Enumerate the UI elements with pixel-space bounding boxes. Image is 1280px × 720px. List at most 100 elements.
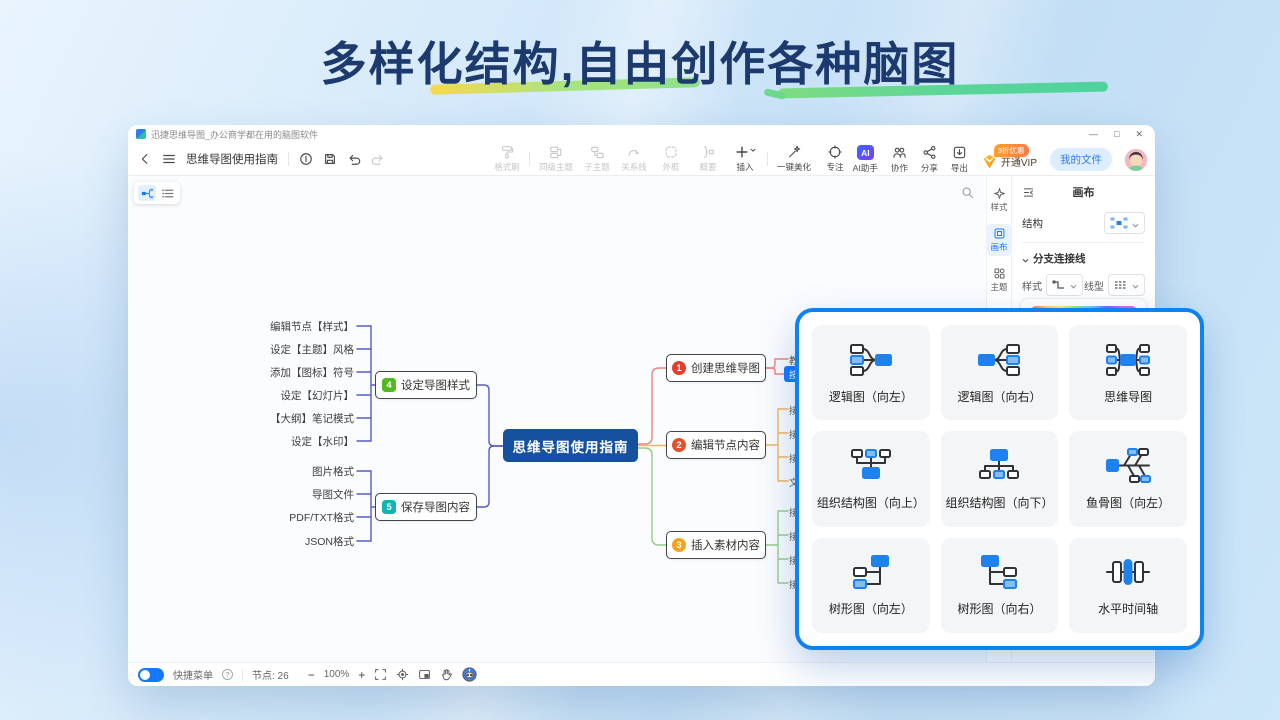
locate-center-button[interactable]	[396, 668, 409, 681]
org-chart-down-icon	[979, 448, 1020, 479]
map-leaf-clipped[interactable]: 接	[789, 580, 799, 591]
map-node-insert[interactable]: 3 插入素材内容	[666, 531, 766, 559]
structure-dropdown[interactable]	[1104, 212, 1145, 234]
avatar[interactable]	[1125, 148, 1147, 171]
chevron-down-icon	[1132, 220, 1139, 227]
maximize-button[interactable]: □	[1114, 129, 1120, 139]
drag-mode-button[interactable]	[440, 668, 453, 681]
export-button[interactable]: 导出	[951, 145, 968, 174]
ai-robot-button[interactable]	[462, 667, 477, 682]
vip-upgrade-button[interactable]: 3折优惠 开通VIP	[981, 144, 1037, 170]
close-button[interactable]: ✕	[1135, 128, 1143, 139]
structure-option-org-up[interactable]: 组织结构图（向上）	[812, 431, 930, 527]
relation-line-button[interactable]: 关系线	[619, 145, 649, 173]
back-icon[interactable]	[138, 152, 152, 166]
map-node-create[interactable]: 1 创建思维导图	[666, 354, 766, 382]
tree-right-icon	[981, 555, 1018, 590]
mindmap-icon	[1106, 343, 1151, 376]
map-leaf-clipped[interactable]: 接	[789, 532, 799, 543]
step-badge: 3	[672, 538, 686, 552]
map-node-style[interactable]: 4 设定导图样式	[375, 371, 477, 399]
ai-assistant-button[interactable]: AI AI助手	[853, 145, 878, 174]
canvas-search-button[interactable]	[961, 186, 974, 204]
map-leaf[interactable]: 图片格式	[312, 466, 354, 478]
zoom-out-button[interactable]: −	[307, 667, 315, 682]
map-leaf[interactable]: 添加【图标】符号	[270, 367, 354, 379]
outline-view-button[interactable]	[158, 185, 176, 201]
quick-menu-toggle[interactable]	[138, 667, 164, 682]
map-leaf[interactable]: 【大纲】笔记模式	[270, 413, 354, 425]
step-badge: 5	[382, 500, 396, 514]
map-node-save[interactable]: 5 保存导图内容	[375, 493, 477, 521]
document-title[interactable]: 思维导图使用指南	[186, 154, 278, 166]
outer-frame-button[interactable]: 外框	[656, 145, 686, 173]
save-icon[interactable]	[323, 152, 337, 166]
undo-icon[interactable]	[347, 152, 361, 166]
map-root-node[interactable]: 思维导图使用指南	[503, 429, 638, 462]
panel-collapse-icon[interactable]	[1022, 186, 1035, 199]
tab-style[interactable]: 样式	[987, 184, 1011, 216]
share-button[interactable]: 分享	[921, 145, 938, 174]
structure-option-logic-left[interactable]: 逻辑图（向左）	[812, 325, 930, 421]
hand-icon	[442, 669, 453, 681]
node-count: 节点: 26	[252, 671, 289, 682]
map-leaf[interactable]: JSON格式	[304, 536, 354, 548]
structure-option-mindmap[interactable]: 思维导图	[1069, 325, 1187, 421]
divider	[529, 152, 530, 166]
redo-icon[interactable]	[371, 152, 385, 166]
map-leaf[interactable]: 导图文件	[312, 489, 354, 501]
map-leaf-clipped[interactable]: 接	[789, 406, 799, 417]
structure-option-org-down[interactable]: 组织结构图（向下）	[940, 431, 1059, 527]
focus-button[interactable]: 专注	[820, 145, 850, 173]
map-leaf-clipped[interactable]: 文	[789, 478, 799, 489]
chevron-down-icon[interactable]	[1022, 255, 1029, 263]
slideshow-icon[interactable]	[299, 152, 313, 166]
map-leaf[interactable]: 设定【水印】	[291, 436, 354, 448]
line-style-label: 样式	[1022, 281, 1042, 293]
tab-theme[interactable]: 主题	[987, 264, 1011, 296]
minimap-button[interactable]	[418, 668, 431, 681]
summary-icon	[703, 146, 714, 158]
structure-label: 结构	[1022, 217, 1043, 230]
help-icon[interactable]: ?	[222, 669, 233, 680]
map-leaf[interactable]: 设定【主题】风格	[270, 344, 354, 356]
insert-button[interactable]: 插入	[730, 145, 760, 173]
summary-button[interactable]: 概要	[693, 145, 723, 173]
fit-screen-button[interactable]	[374, 668, 387, 681]
map-leaf-clipped[interactable]: 接	[789, 430, 799, 441]
structure-option-tree-right[interactable]: 树形图（向右）	[940, 537, 1059, 633]
map-leaf-clipped[interactable]: 教	[789, 356, 799, 367]
logic-left-icon	[849, 343, 892, 376]
map-leaf[interactable]: 设定【幻灯片】	[280, 390, 355, 402]
map-leaf[interactable]: PDF/TXT格式	[289, 512, 354, 524]
line-style-dropdown[interactable]	[1046, 274, 1083, 296]
line-type-dropdown[interactable]	[1108, 274, 1145, 296]
chevron-down-icon	[1070, 282, 1077, 289]
quick-menu-label: 快捷菜单	[173, 671, 213, 682]
minimize-button[interactable]: —	[1089, 129, 1099, 139]
my-files-button[interactable]: 我的文件	[1050, 148, 1112, 171]
structure-option-fishbone-left[interactable]: 鱼骨图（向左）	[1069, 431, 1187, 527]
structure-mini-icon	[1110, 217, 1128, 229]
format-brush-icon	[502, 146, 514, 159]
zoom-in-button[interactable]: +	[358, 667, 366, 682]
structure-option-h-timeline[interactable]: 水平时间轴	[1069, 537, 1187, 633]
map-leaf-clipped[interactable]: 接	[789, 454, 799, 465]
collaborate-button[interactable]: 协作	[891, 145, 908, 174]
beautify-button[interactable]: 一键美化	[775, 145, 813, 173]
map-node-edit[interactable]: 2 编辑节点内容	[666, 431, 766, 459]
child-topic-button[interactable]: 子主题	[582, 145, 612, 173]
structure-option-tree-left[interactable]: 树形图（向左）	[812, 537, 930, 633]
structure-option-logic-right[interactable]: 逻辑图（向右）	[940, 325, 1059, 421]
map-leaf-clipped[interactable]: 接	[789, 508, 799, 519]
map-leaf-clipped[interactable]: 接	[789, 556, 799, 567]
sibling-topic-button[interactable]: 同级主题	[537, 145, 575, 173]
map-leaf[interactable]: 编辑节点【样式】	[270, 321, 354, 333]
sibling-topic-icon	[550, 146, 562, 159]
elbow-line-icon	[1052, 280, 1064, 289]
mindmap-view-button[interactable]	[138, 185, 156, 201]
tab-canvas[interactable]: 画布	[987, 224, 1011, 256]
format-brush-button[interactable]: 格式刷	[492, 145, 522, 173]
fullscreen-icon	[375, 669, 387, 680]
menu-icon[interactable]	[162, 152, 176, 166]
